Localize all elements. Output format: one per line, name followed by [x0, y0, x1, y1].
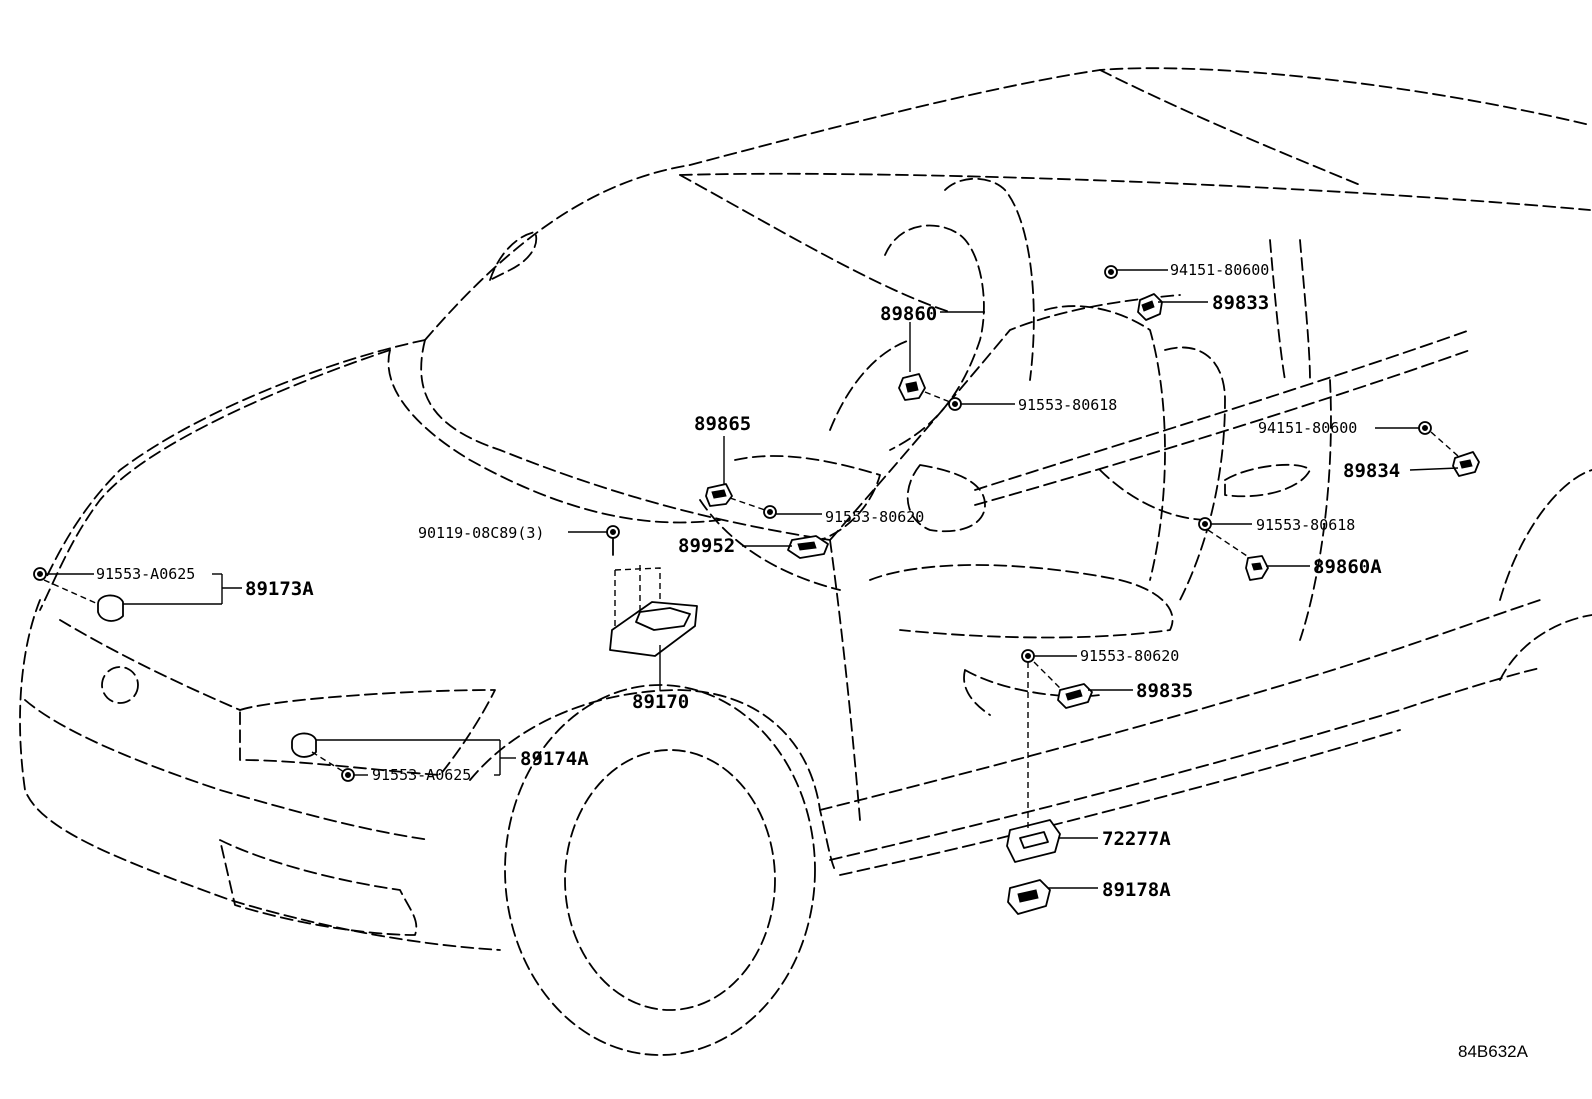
part-labels: 89860 89833 94151-80600 91553-80618 8986… [96, 261, 1529, 1061]
part-89178A-sensor [1007, 879, 1051, 915]
part-89174A-sensor [291, 732, 317, 758]
part-91553-A0625-bolt-low [341, 768, 355, 782]
label-89170: 89170 [632, 691, 689, 713]
label-89174a: 89174A [520, 748, 589, 770]
label-89833: 89833 [1212, 292, 1269, 314]
part-91553-80618-bolt-top [948, 397, 962, 411]
part-89860A-sensor [1245, 555, 1269, 581]
vehicle-body [19, 67, 1592, 1056]
part-89834-sensor [1452, 451, 1480, 477]
part-91553-80618-bolt-right [1198, 517, 1212, 531]
part-94151-nut-top [1104, 265, 1118, 279]
part-94151-nut-right [1418, 421, 1432, 435]
label-89835: 89835 [1136, 680, 1193, 702]
label-91553-80618-top: 91553-80618 [1018, 396, 1117, 414]
leader-lines [43, 269, 1459, 889]
part-89833-sensor [1137, 293, 1163, 321]
label-91553-80620-mid: 91553-80620 [825, 508, 924, 526]
label-91553-80620-low: 91553-80620 [1080, 647, 1179, 665]
label-89178a: 89178A [1102, 879, 1171, 901]
label-89860: 89860 [880, 303, 937, 325]
figure-code: 84B632A [1458, 1042, 1529, 1061]
label-89952: 89952 [678, 535, 735, 557]
part-91553-A0625-bolt-left [33, 567, 47, 581]
label-89865: 89865 [694, 413, 751, 435]
part-89860-sensor [898, 373, 926, 401]
part-90119-bolt [606, 525, 620, 556]
part-89173A-sensor [97, 594, 124, 622]
label-89860a: 89860A [1313, 556, 1382, 578]
label-94151-80600-top: 94151-80600 [1170, 261, 1269, 279]
label-94151-80600-right: 94151-80600 [1258, 419, 1357, 437]
part-91553-80620-bolt-low [1021, 649, 1035, 663]
label-91553-a0625-left: 91553-A0625 [96, 565, 195, 583]
label-89834: 89834 [1343, 460, 1400, 482]
part-89952-connector [787, 535, 829, 559]
part-89865-sensor [705, 483, 733, 507]
label-72277a: 72277A [1102, 828, 1171, 850]
part-89170-airbag-ecu [609, 565, 698, 657]
label-89173a: 89173A [245, 578, 314, 600]
part-91553-80620-bolt-mid [763, 505, 777, 519]
part-89835-sensor [1057, 683, 1093, 709]
label-90119-08c89: 90119-08C89(3) [418, 524, 544, 542]
label-91553-a0625-low: 91553-A0625 [372, 766, 471, 784]
label-91553-80618-right: 91553-80618 [1256, 516, 1355, 534]
part-72277A-bracket [1006, 819, 1061, 863]
